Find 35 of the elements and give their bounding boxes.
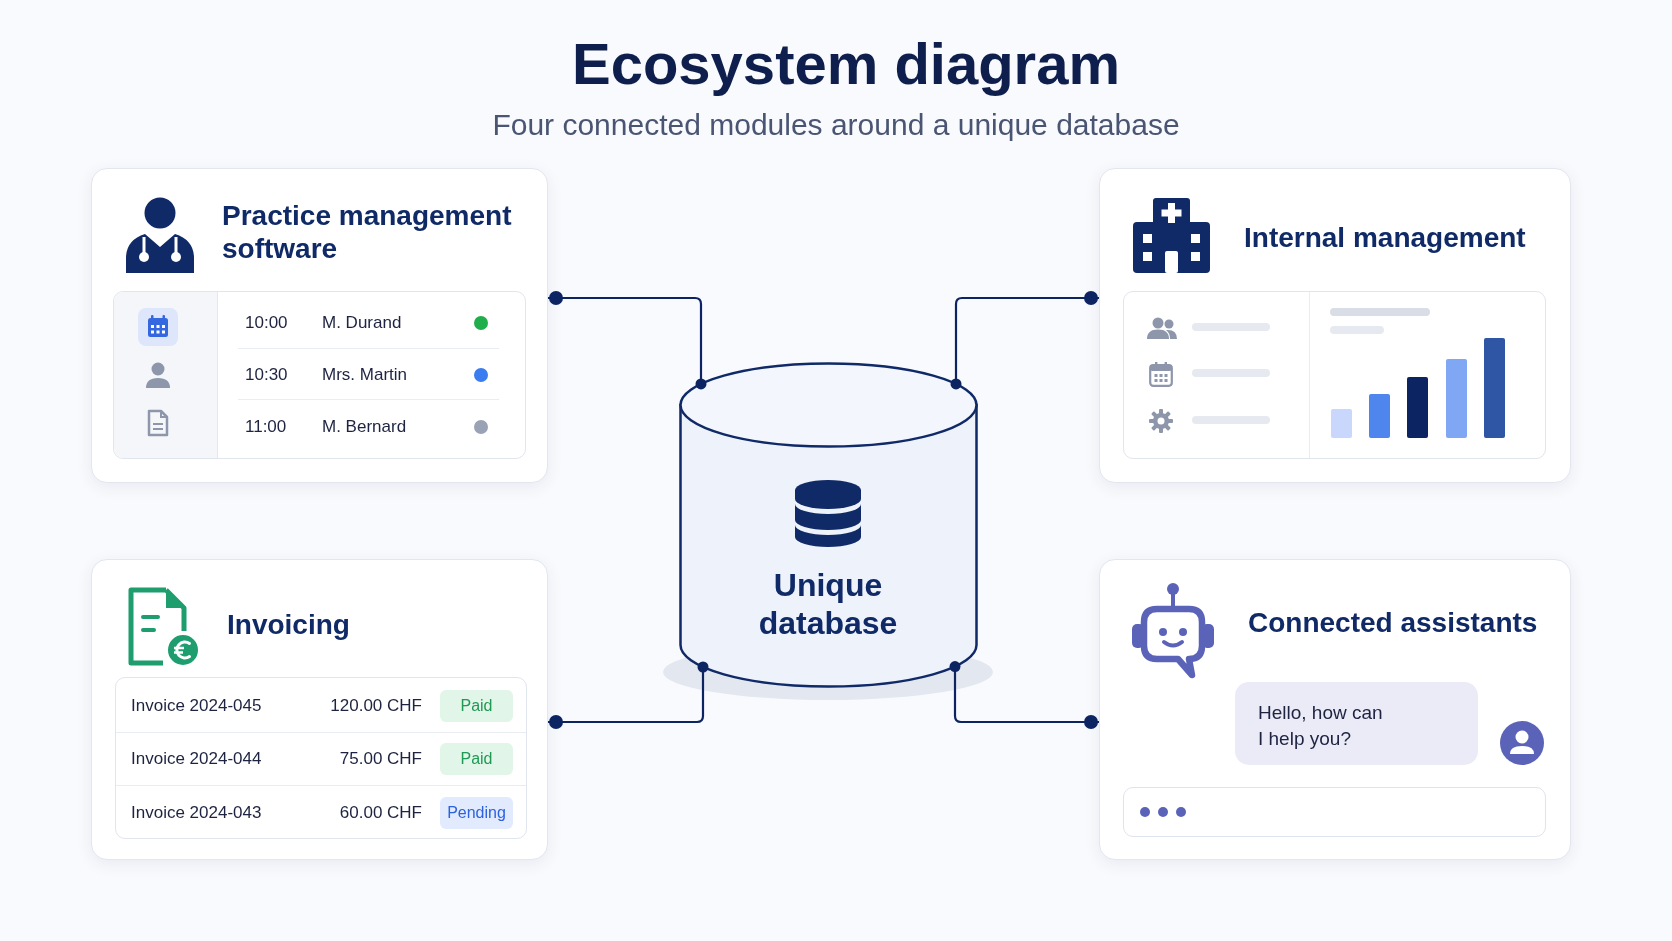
card-title: Invoicing — [227, 608, 350, 641]
invoice-number: Invoice 2024-044 — [131, 749, 262, 769]
card-title: Connected assistants — [1248, 606, 1538, 639]
diagram-subtitle: Four connected modules around a unique database — [492, 107, 1180, 143]
connector-line — [949, 661, 1099, 729]
chat-bubble: Hello, how can I help you? — [1235, 682, 1478, 765]
invoice-number: Invoice 2024-043 — [131, 803, 262, 823]
module-card — [91, 559, 548, 860]
connector-line — [548, 291, 707, 390]
appointment-time: 10:30 — [245, 365, 288, 385]
module-card — [91, 168, 548, 483]
status-badge: Paid — [440, 743, 513, 775]
module-card — [1099, 168, 1571, 483]
connector-line — [548, 661, 709, 729]
module-card — [1099, 559, 1571, 860]
patient-name: M. Bernard — [322, 417, 407, 437]
patient-name: M. Durand — [322, 313, 402, 333]
database-label: Unique database — [757, 566, 899, 642]
database-cylinder — [679, 362, 978, 688]
status-badge: Pending — [440, 797, 513, 829]
dashboard-panel — [1123, 291, 1546, 459]
invoice-number: Invoice 2024-045 — [131, 696, 262, 716]
invoice-table — [115, 677, 527, 839]
diagram-title: Ecosystem diagram — [572, 32, 1120, 96]
invoice-amount: 60.00 CHF — [339, 803, 422, 823]
card-title: Internal management — [1244, 221, 1526, 254]
status-badge: Paid — [440, 690, 513, 722]
connector-line — [950, 291, 1099, 390]
card-title: Practice management software — [222, 199, 513, 265]
schedule-panel — [113, 291, 526, 459]
patient-name: Mrs. Martin — [322, 365, 407, 385]
invoice-amount: 75.00 CHF — [339, 749, 422, 769]
appointment-time: 10:00 — [245, 313, 288, 333]
appointment-time: 11:00 — [245, 417, 287, 437]
invoice-amount: 120.00 CHF — [330, 696, 422, 716]
